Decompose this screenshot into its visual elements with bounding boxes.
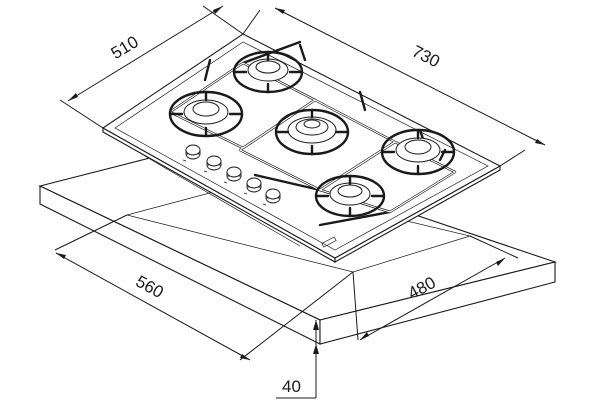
dim-480-arrow-start	[360, 332, 369, 340]
dim-510-arrow-start	[68, 93, 78, 101]
dim-40-label: 40	[282, 377, 301, 396]
dim-730-label: 730	[409, 42, 443, 72]
dim-730-arrow-start	[275, 8, 285, 14]
dim-480-line	[359, 257, 506, 341]
dim-40-arrow-top	[313, 320, 319, 330]
dim-40-arrow-bottom	[313, 344, 319, 354]
dim-510-extension-right	[202, 5, 244, 35]
dim-730-extension-right	[499, 149, 526, 167]
hob-body-underline	[134, 149, 301, 247]
burner-front	[314, 174, 386, 218]
grate-fingers	[203, 43, 447, 162]
dim-730-extension-left	[242, 9, 261, 35]
burner-center	[274, 108, 350, 156]
burner-back	[232, 50, 304, 94]
knob-3	[226, 166, 242, 182]
control-knobs	[182, 144, 281, 206]
dim-730-arrow-end	[535, 139, 545, 145]
dim-560-extension-left	[54, 214, 128, 251]
knob-1	[185, 144, 201, 160]
burner-left	[168, 90, 244, 138]
knob-5	[265, 188, 281, 204]
dim-560-arrow-start	[56, 253, 66, 259]
hob-plate-inner-border	[114, 41, 489, 251]
dim-510-extension-left	[59, 99, 104, 129]
pan-supports	[168, 40, 457, 227]
dim-560-extension-right	[239, 271, 354, 361]
dimension-480: 480	[352, 235, 519, 341]
burners	[168, 50, 456, 218]
knob-markers	[182, 159, 267, 206]
dim-510-line	[67, 5, 224, 102]
knob-2	[206, 155, 222, 171]
knob-4	[246, 177, 262, 193]
dim-560-line	[55, 252, 251, 361]
brand-plate	[321, 236, 337, 248]
grate-right-highlight	[318, 141, 457, 213]
dimension-40: 40	[276, 320, 319, 399]
dim-730-line	[274, 7, 546, 146]
burner-right	[380, 128, 456, 176]
dim-480-extension-left	[352, 271, 359, 341]
dim-480-extension-right	[469, 235, 519, 259]
dim-560-arrow-end	[240, 354, 250, 360]
dim-480-arrow-end	[496, 258, 505, 266]
worktop-side-face	[319, 261, 556, 345]
dim-510-arrow-end	[213, 6, 223, 14]
